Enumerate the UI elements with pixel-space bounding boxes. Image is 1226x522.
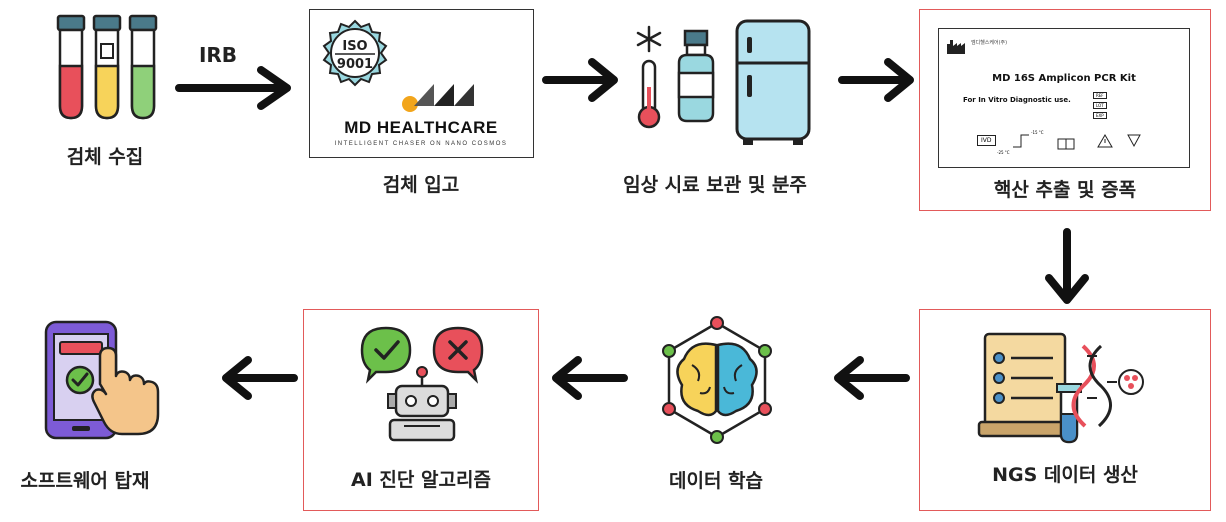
step-data-learning-label: 데이터 학습 — [668, 470, 763, 492]
ai-algorithm-box: AI 진단 알고리즘 — [303, 309, 539, 511]
step-sample-storage-label: 임상 시료 보관 및 분주 — [623, 174, 807, 196]
arrow-right-icon — [838, 58, 918, 102]
step-ai-algorithm-label: AI 진단 알고리즘 — [351, 469, 491, 491]
temp-range-icon — [1011, 133, 1031, 149]
kit-temp-low: -25 °C — [997, 150, 1010, 155]
manual-icon — [1057, 135, 1075, 150]
kit-label-box: 엠디헬스케어(주) MD 16S Amplicon PCR Kit For In… — [938, 28, 1190, 168]
company-tagline: INTELLIGENT CHASER ON NANO COSMOS — [334, 141, 508, 147]
extraction-amplification-box: 엠디헬스케어(주) MD 16S Amplicon PCR Kit For In… — [919, 9, 1211, 211]
step-extraction-amplification-label: 핵산 추출 및 증폭 — [993, 179, 1137, 201]
iso-number: 9001 — [337, 57, 373, 72]
ngs-report-icon — [975, 326, 1145, 446]
arrow-down-icon — [1045, 228, 1089, 308]
kit-field-exp: EXP — [1093, 112, 1107, 119]
arrow-left-icon — [218, 356, 298, 400]
kit-field-lot: LOT — [1093, 102, 1107, 109]
iso-text: ISO — [342, 39, 367, 54]
step-software-label: 소프트웨어 탑재 — [20, 470, 150, 492]
step-specimen-collection-label: 검체 수집 — [66, 146, 144, 168]
sample-storage-icon — [633, 17, 813, 147]
brain-network-icon — [652, 315, 782, 445]
kit-temp-high: -15 °C — [1031, 130, 1044, 135]
tablet-touch-icon — [38, 318, 168, 444]
md-healthcare-logo — [400, 76, 480, 116]
step-ngs-data-label: NGS 데이터 생산 — [992, 464, 1138, 486]
robot-decision-icon — [356, 322, 488, 444]
step-specimen-receipt-label: 검체 입고 — [382, 174, 460, 196]
test-tubes-icon — [52, 14, 162, 124]
kit-ivd: IVD — [977, 135, 996, 146]
arrow-right-icon — [175, 66, 295, 110]
iso-certificate-box: ISO 9001 MD HEALTHCARE INTELLIGENT CHASE… — [309, 9, 534, 158]
irb-label: IRB — [198, 43, 238, 67]
iso-badge-icon: ISO 9001 — [319, 19, 391, 91]
arrow-left-icon — [830, 356, 910, 400]
kit-use: For In Vitro Diagnostic use. — [963, 96, 1071, 104]
arrow-left-icon — [548, 356, 628, 400]
kit-manufacturer: 엠디헬스케어(주) — [971, 40, 1008, 46]
kit-field-ref: REF — [1093, 92, 1107, 99]
kit-title: MD 16S Amplicon PCR Kit — [992, 73, 1136, 84]
arrow-right-icon — [542, 58, 622, 102]
factory-icon — [947, 39, 965, 54]
ngs-data-box: NGS 데이터 생산 — [919, 309, 1211, 511]
expiry-icon — [1127, 133, 1141, 148]
warning-icon — [1097, 133, 1113, 148]
company-name: MD HEALTHCARE — [344, 118, 498, 137]
